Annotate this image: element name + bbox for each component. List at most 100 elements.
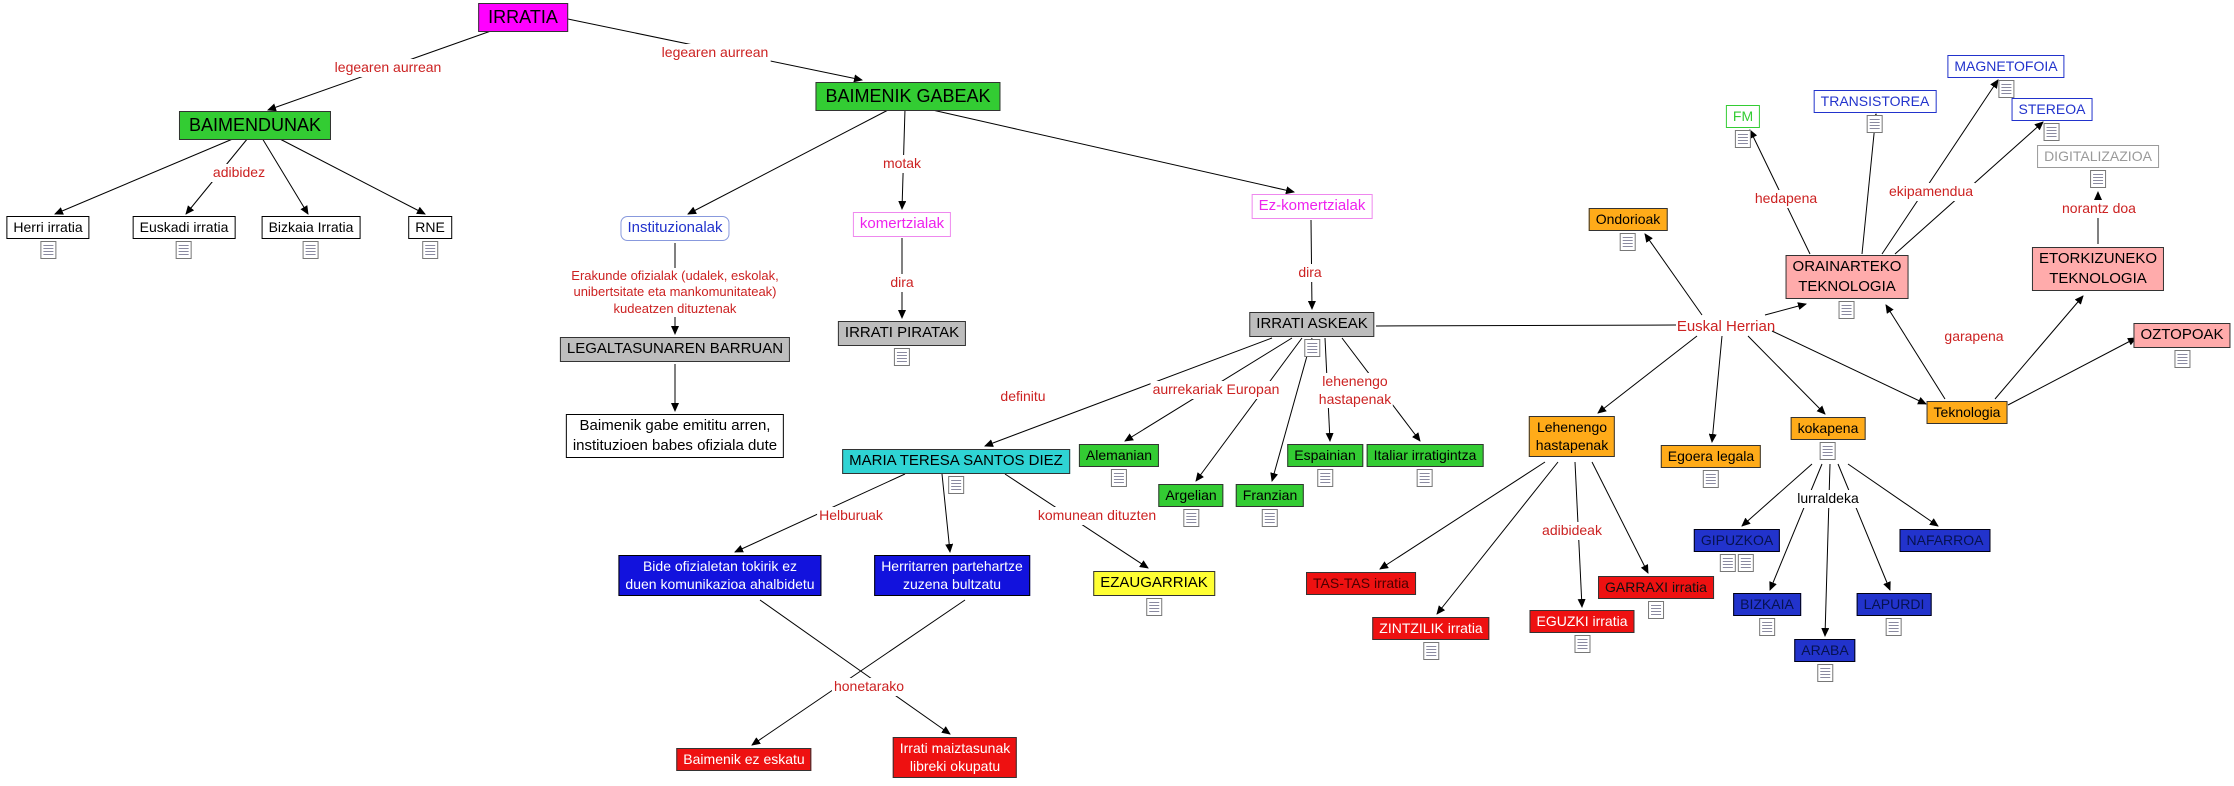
node-lehenengo-hastapenak-label[interactable]: Lehenengo hastapenak	[1528, 416, 1616, 458]
resource-icon[interactable]	[1759, 618, 1775, 637]
node-etorkizuneko-label[interactable]: ETORKIZUNEKO TEKNOLOGIA	[2031, 247, 2165, 291]
node-bizkaia-irratia[interactable]: Bizkaia Irratia	[261, 216, 361, 260]
resource-icon[interactable]	[1735, 130, 1751, 149]
node-argelian[interactable]: Argelian	[1158, 484, 1224, 528]
resource-icon[interactable]	[1317, 469, 1333, 488]
node-transistorea[interactable]: TRANSISTOREA	[1813, 90, 1937, 134]
node-bizkaia-label[interactable]: BIZKAIA	[1733, 593, 1801, 617]
node-eguzki-label[interactable]: EGUZKI irratia	[1529, 610, 1635, 634]
node-garraxi-irratia[interactable]: GARRAXI irratia	[1598, 576, 1714, 620]
node-euskal-herrian[interactable]: Euskal Herrian	[1671, 316, 1781, 339]
resource-icon[interactable]	[1737, 554, 1754, 573]
resource-icon[interactable]	[2044, 123, 2060, 142]
node-gipuzkoa-label[interactable]: GIPUZKOA	[1693, 529, 1781, 553]
resource-icon[interactable]	[2090, 170, 2106, 189]
node-etorkizuneko-teknologia[interactable]: ETORKIZUNEKO TEKNOLOGIA	[2031, 247, 2165, 291]
node-ez-komertzialak[interactable]: Ez-komertzialak	[1251, 194, 1373, 219]
node-teknologia-label[interactable]: Teknologia	[1926, 401, 2008, 425]
node-italiar-irratigintza[interactable]: Italiar irratigintza	[1366, 444, 1484, 488]
node-instituzionalak[interactable]: Instituzionalak	[620, 216, 730, 241]
node-baimenik-ez-eskatu[interactable]: Baimenik ez eskatu	[676, 748, 812, 772]
node-ondorioak-label[interactable]: Ondorioak	[1588, 208, 1668, 232]
node-nafarroa-label[interactable]: NAFARROA	[1899, 529, 1991, 553]
node-fm[interactable]: FM	[1725, 105, 1761, 149]
node-bide-label[interactable]: Bide ofizialetan tokirik ez duen komunik…	[618, 555, 822, 597]
node-orainarteko-label[interactable]: ORAINARTEKO TEKNOLOGIA	[1785, 255, 1909, 299]
node-franzian-label[interactable]: Franzian	[1235, 484, 1305, 508]
node-herritarren-label[interactable]: Herritarren partehartze zuzena bultzatu	[874, 555, 1030, 597]
node-argelian-label[interactable]: Argelian	[1158, 484, 1224, 508]
resource-icon[interactable]	[1573, 635, 1590, 654]
node-gipuzkoa[interactable]: GIPUZKOA	[1693, 529, 1781, 573]
resource-icon[interactable]	[39, 241, 56, 260]
node-maria-teresa[interactable]: MARIA TERESA SANTOS DIEZ	[842, 449, 1070, 494]
node-irratia-label[interactable]: IRRATIA	[478, 3, 568, 33]
node-ez-komertzialak-label[interactable]: Ez-komertzialak	[1251, 194, 1373, 219]
node-tas-tas-irratia[interactable]: TAS-TAS irratia	[1306, 572, 1416, 596]
node-ezaugarriak-label[interactable]: EZAUGARRIAK	[1093, 571, 1215, 596]
resource-icon[interactable]	[1111, 469, 1127, 488]
node-digitalizazioa[interactable]: DIGITALIZAZIOA	[2037, 145, 2159, 189]
resource-icon[interactable]	[1838, 301, 1855, 319]
node-garraxi-label[interactable]: GARRAXI irratia	[1598, 576, 1714, 600]
node-euskadi-irratia-label[interactable]: Euskadi irratia	[132, 216, 236, 240]
node-tas-tas-label[interactable]: TAS-TAS irratia	[1306, 572, 1416, 596]
node-fm-label[interactable]: FM	[1725, 105, 1761, 129]
node-ezaugarriak[interactable]: EZAUGARRIAK	[1093, 571, 1215, 616]
resource-icon[interactable]	[1416, 469, 1433, 488]
node-italiar-label[interactable]: Italiar irratigintza	[1366, 444, 1484, 468]
node-komertzialak[interactable]: komertzialak	[852, 212, 952, 237]
node-espainian-label[interactable]: Espainian	[1287, 444, 1363, 468]
resource-icon[interactable]	[1262, 509, 1278, 528]
node-babes-ofiziala[interactable]: Baimenik gabe emititu arren, instituzioe…	[565, 414, 785, 458]
node-irratia[interactable]: IRRATIA	[478, 3, 568, 33]
node-bizkaia-irratia-label[interactable]: Bizkaia Irratia	[261, 216, 361, 240]
resource-icon[interactable]	[894, 347, 910, 366]
node-teknologia[interactable]: Teknologia	[1926, 401, 2008, 425]
resource-icon[interactable]	[1886, 618, 1902, 637]
resource-icon[interactable]	[422, 241, 438, 260]
node-franzian[interactable]: Franzian	[1235, 484, 1305, 528]
node-kokapena[interactable]: kokapena	[1790, 417, 1866, 461]
node-euskadi-irratia[interactable]: Euskadi irratia	[132, 216, 236, 260]
node-egoera-legala[interactable]: Egoera legala	[1660, 445, 1762, 489]
resource-icon[interactable]	[1423, 642, 1439, 661]
resource-icon[interactable]	[1703, 470, 1719, 489]
node-oztopoak-label[interactable]: OZTOPOAK	[2133, 323, 2231, 348]
resource-icon[interactable]	[947, 475, 964, 494]
node-irrati-maiztasunak[interactable]: Irrati maiztasunak libreki okupatu	[892, 737, 1018, 779]
resource-icon[interactable]	[1719, 554, 1736, 573]
node-herri-irratia[interactable]: Herri irratia	[6, 216, 90, 260]
node-baimendunak-label[interactable]: BAIMENDUNAK	[178, 111, 332, 141]
node-alemanian[interactable]: Alemanian	[1078, 444, 1160, 488]
node-bizkaia[interactable]: BIZKAIA	[1733, 593, 1801, 637]
resource-icon[interactable]	[303, 241, 319, 260]
node-rne-label[interactable]: RNE	[408, 216, 452, 240]
node-baimenik-gabeak-label[interactable]: BAIMENIK GABEAK	[815, 82, 1001, 112]
node-baimenik-gabeak[interactable]: BAIMENIK GABEAK	[815, 82, 1001, 112]
node-nafarroa[interactable]: NAFARROA	[1899, 529, 1991, 553]
node-magnetofoia[interactable]: MAGNETOFOIA	[1947, 55, 2065, 99]
node-alemanian-label[interactable]: Alemanian	[1078, 444, 1160, 468]
node-euskal-herrian-label[interactable]: Euskal Herrian	[1676, 318, 1776, 335]
node-zintzilik-irratia[interactable]: ZINTZILIK irratia	[1372, 617, 1490, 661]
node-zintzilik-label[interactable]: ZINTZILIK irratia	[1372, 617, 1490, 641]
node-stereoa[interactable]: STEREOA	[2011, 98, 2093, 142]
resource-icon[interactable]	[1817, 664, 1833, 683]
resource-icon[interactable]	[1183, 509, 1199, 528]
node-stereoa-label[interactable]: STEREOA	[2011, 98, 2093, 122]
node-transistorea-label[interactable]: TRANSISTOREA	[1813, 90, 1937, 114]
node-irrati-askeak[interactable]: IRRATI ASKEAK	[1249, 312, 1375, 357]
node-baimenik-ez-label[interactable]: Baimenik ez eskatu	[676, 748, 812, 772]
resource-icon[interactable]	[1820, 442, 1836, 461]
node-maiztasunak-label[interactable]: Irrati maiztasunak libreki okupatu	[892, 737, 1018, 779]
node-legaltasunaren-barruan[interactable]: LEGALTASUNAREN BARRUAN	[559, 337, 791, 362]
node-eguzki-irratia[interactable]: EGUZKI irratia	[1529, 610, 1635, 654]
node-irrati-piratak-label[interactable]: IRRATI PIRATAK	[837, 321, 967, 346]
node-orainarteko-teknologia[interactable]: ORAINARTEKO TEKNOLOGIA	[1785, 255, 1909, 319]
node-araba[interactable]: ARABA	[1794, 639, 1856, 683]
node-maria-teresa-label[interactable]: MARIA TERESA SANTOS DIEZ	[842, 449, 1070, 474]
node-legaltasunaren-label[interactable]: LEGALTASUNAREN BARRUAN	[559, 337, 791, 362]
node-rne[interactable]: RNE	[408, 216, 452, 260]
node-digitalizazioa-label[interactable]: DIGITALIZAZIOA	[2037, 145, 2159, 169]
